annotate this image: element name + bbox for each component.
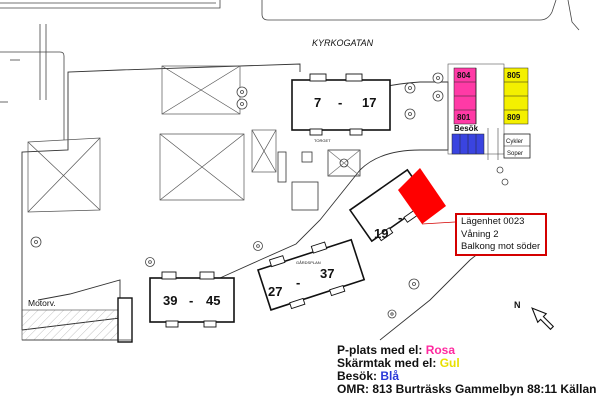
building-39-45-from: 39 (163, 293, 177, 308)
building-27-37 (256, 238, 366, 311)
motorway-parking (21, 297, 133, 343)
highlighted-apartment (398, 168, 446, 224)
apartment-info-box: Lägenhet 0023 Våning 2 Balkong mot söder (455, 213, 547, 256)
legend-blue-word: Blå (380, 369, 400, 383)
trees (30, 72, 509, 319)
spot-801: 801 (457, 113, 471, 122)
svg-text:-: - (189, 293, 193, 308)
parking-lot (447, 63, 531, 160)
spot-805: 805 (507, 71, 521, 80)
neighbour-buildings (27, 65, 277, 213)
building-7-17-to: 17 (362, 95, 376, 110)
small-label-2: GÅRDSPLAN (296, 260, 321, 265)
svg-text:-: - (398, 210, 402, 225)
building-27-37-from: 27 (268, 284, 282, 299)
small-structures (277, 149, 361, 211)
legend: P-plats med el: Rosa Skärmtak med el: Gu… (337, 344, 596, 396)
building-27-37-to: 37 (320, 266, 334, 281)
spot-804: 804 (457, 71, 471, 80)
building-7-17-from: 7 (314, 95, 321, 110)
building-39-45: 39 - 45 (149, 271, 235, 328)
legend-blue: Besök: Blå (337, 369, 400, 383)
north-arrow-icon (531, 307, 555, 331)
svg-text:-: - (296, 275, 300, 290)
svg-text:-: - (338, 95, 342, 110)
small-label-1: TORGET (314, 138, 331, 143)
site-plan: KYRKOGATAN 7 - 17 (0, 0, 580, 343)
soper-label: Soper (507, 151, 523, 157)
legend-yellow: Skärmtak med el: Gul (337, 356, 460, 370)
apartment-floor: Våning 2 (461, 228, 499, 240)
legend-pink: P-plats med el: Rosa (337, 343, 456, 357)
apartment-balcony: Balkong mot söder (461, 241, 541, 252)
apartment-number: Lägenhet 0023 (461, 216, 525, 227)
north-label: N (514, 300, 521, 310)
street-name: KYRKOGATAN (312, 38, 374, 48)
motorway-label: Motorv. (28, 298, 56, 308)
visitor-label: Besök (454, 124, 479, 133)
cykler-label: Cykler (506, 139, 523, 145)
building-7-17: 7 - 17 (291, 73, 391, 136)
spot-809: 809 (507, 113, 521, 122)
legend-omr: OMR: 813 Burträsks Gammelbyn 88:11 Källa… (337, 382, 596, 396)
legend-yellow-word: Gul (439, 356, 460, 370)
street-lines (0, 0, 580, 140)
legend-pink-word: Rosa (425, 343, 456, 357)
building-39-45-to: 45 (206, 293, 220, 308)
building-19-label: 19 (374, 226, 388, 241)
